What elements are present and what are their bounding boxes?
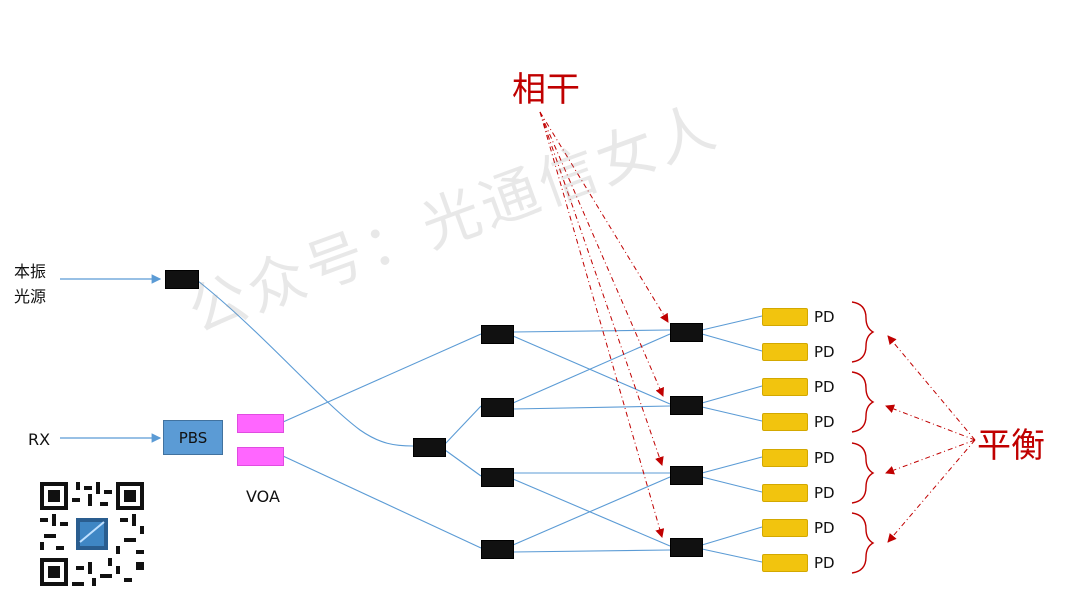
pd-label-4: PD xyxy=(814,413,835,431)
pd-label-8: PD xyxy=(814,554,835,572)
rx-label: RX xyxy=(28,430,51,449)
voa-bottom xyxy=(237,447,284,466)
coupler-stage2-1 xyxy=(481,325,514,344)
balanced-label: 平衡 xyxy=(977,426,1045,466)
photodiode-7 xyxy=(762,519,808,537)
pd-label-7: PD xyxy=(814,519,835,537)
pd-fibers xyxy=(701,315,763,563)
lo-source-label-line1: 本振 xyxy=(14,262,47,281)
coupler-stage2-4 xyxy=(481,540,514,559)
coupler-stage3-2 xyxy=(670,396,703,415)
coupler-stage3-1 xyxy=(670,323,703,342)
coherent-arrows xyxy=(539,111,669,538)
coupler-stage2-2 xyxy=(481,398,514,417)
hybrid-crossings xyxy=(512,329,671,553)
lo-input-coupler xyxy=(165,270,199,289)
pd-label-3: PD xyxy=(814,378,835,396)
lo-source-label-line2: 光源 xyxy=(14,287,47,306)
voa-bottom-fiber xyxy=(282,455,482,549)
coupler-stage3-4 xyxy=(670,538,703,557)
voa-top xyxy=(237,414,284,433)
photodiode-6 xyxy=(762,484,808,502)
coupler-stage3-3 xyxy=(670,466,703,485)
pbs-label: PBS xyxy=(178,428,208,447)
balanced-arrows xyxy=(885,335,976,543)
qr-code-icon xyxy=(40,482,144,586)
lo-split-down xyxy=(444,449,482,477)
coherent-label: 相干 xyxy=(512,70,580,110)
pd-label-5: PD xyxy=(814,449,835,467)
voa-label: VOA xyxy=(246,487,280,506)
balance-braces xyxy=(851,301,875,574)
lo-fiber xyxy=(197,280,414,447)
pd-label-1: PD xyxy=(814,308,835,326)
photodiode-8 xyxy=(762,554,808,572)
photodiode-3 xyxy=(762,378,808,396)
coupler-stage2-3 xyxy=(481,468,514,487)
pbs-block: PBS xyxy=(163,420,223,455)
photodiode-1 xyxy=(762,308,808,326)
photodiode-4 xyxy=(762,413,808,431)
voa-top-fiber xyxy=(282,333,482,423)
photodiode-2 xyxy=(762,343,808,361)
lo-split-up xyxy=(444,405,482,445)
photodiode-5 xyxy=(762,449,808,467)
lo-splitter xyxy=(413,438,446,457)
pd-label-6: PD xyxy=(814,484,835,502)
pd-label-2: PD xyxy=(814,343,835,361)
